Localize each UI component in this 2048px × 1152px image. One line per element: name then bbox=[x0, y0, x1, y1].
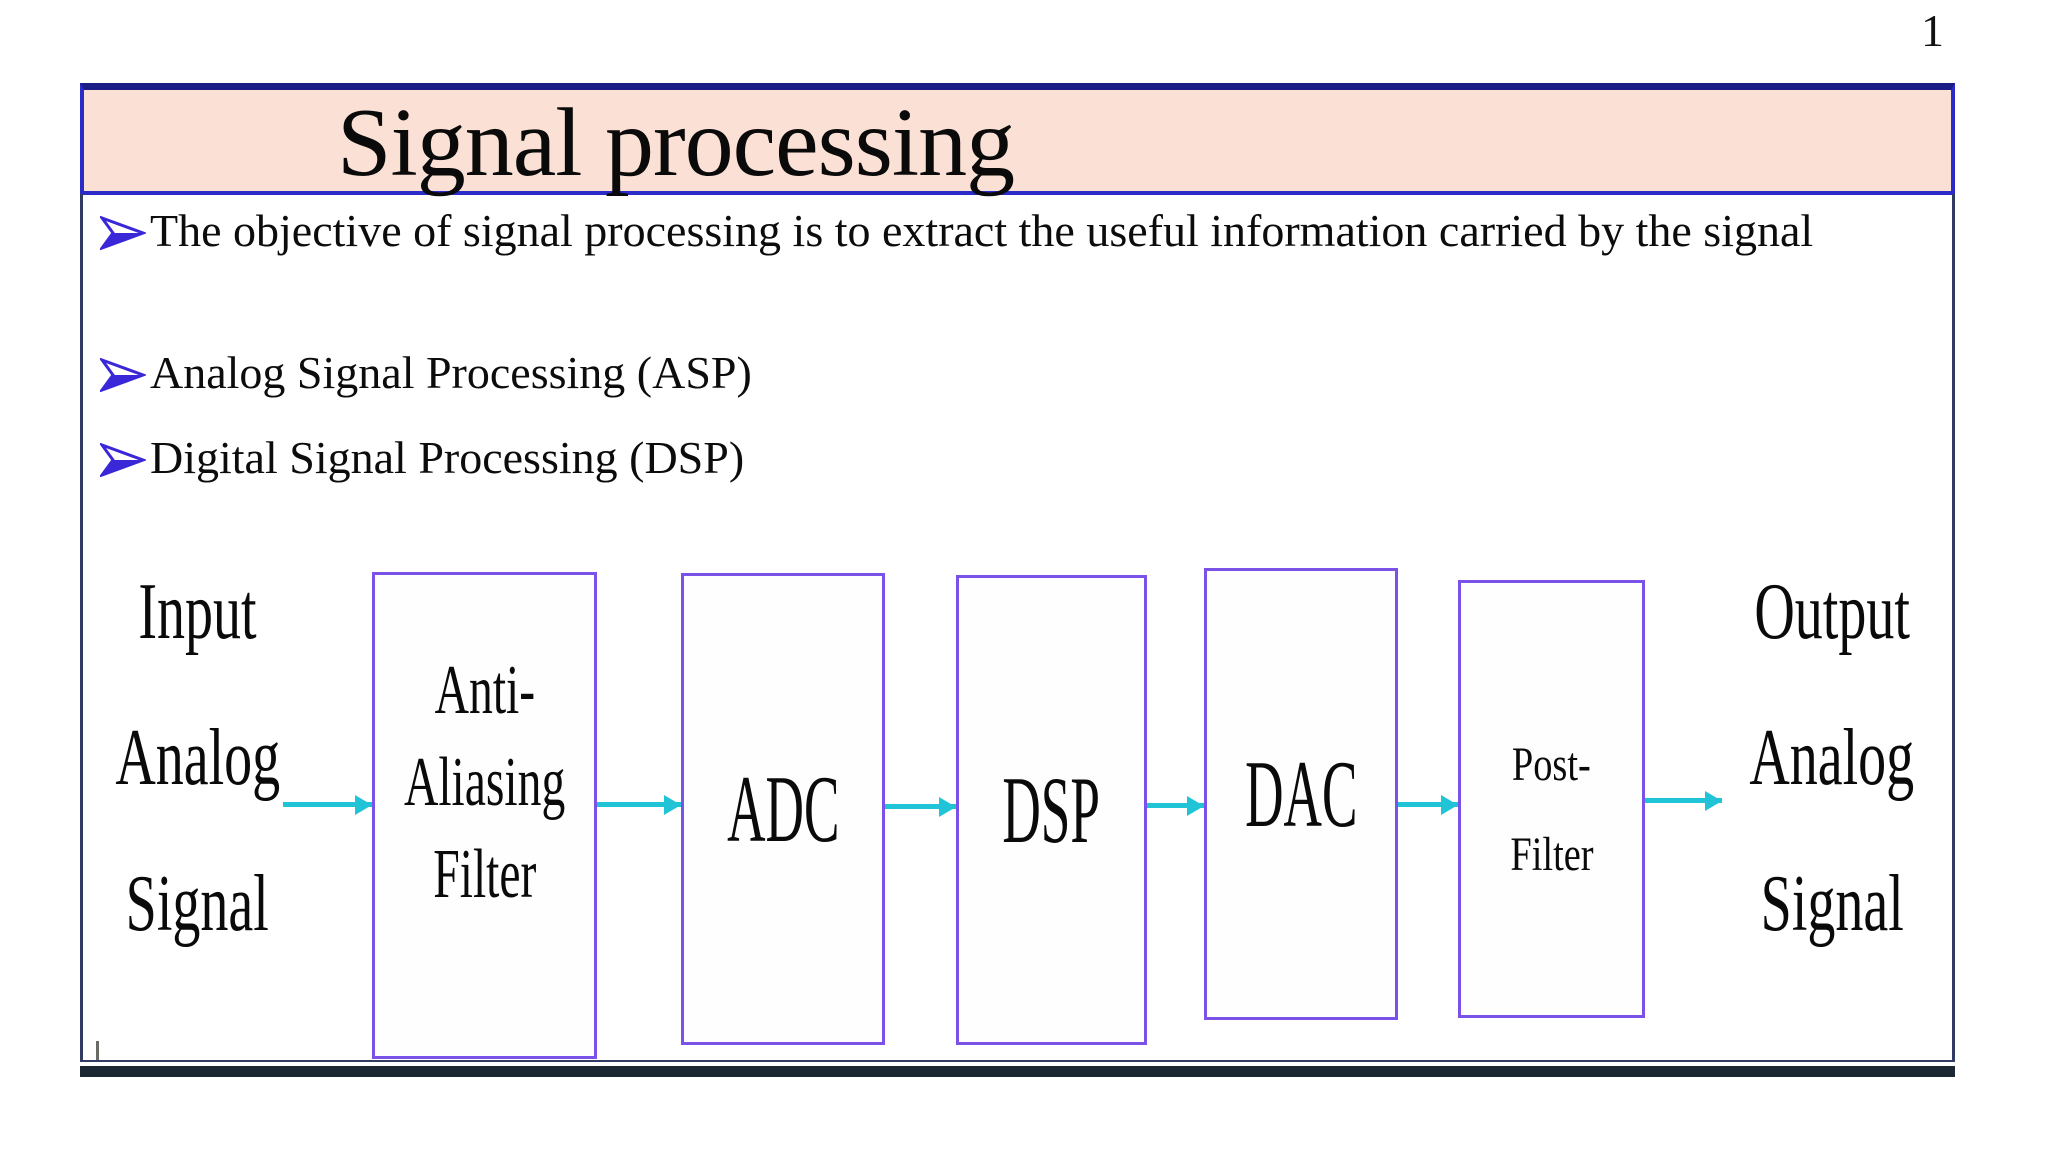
arrow-postfilter-to-output-icon bbox=[1645, 798, 1722, 803]
arrow-dsp-to-dac-icon bbox=[1147, 803, 1204, 808]
block-post-filter: Post- Filter bbox=[1458, 580, 1645, 1018]
bullet-dsp: Digital Signal Processing (DSP) bbox=[150, 432, 745, 483]
block-label-line: Post- bbox=[1512, 738, 1591, 791]
block-label-line: Anti- bbox=[434, 651, 535, 729]
block-label: DAC bbox=[1244, 741, 1358, 847]
stray-cursor-mark bbox=[96, 1041, 99, 1060]
block-anti-aliasing-filter: Anti- Aliasing Filter bbox=[372, 572, 597, 1059]
block-dsp: DSP bbox=[956, 575, 1147, 1045]
block-label-line: Filter bbox=[432, 835, 537, 913]
bullet-arrow-icon bbox=[100, 358, 146, 392]
page-title: Signal processing bbox=[337, 88, 1015, 197]
arrow-antialiasing-to-adc-icon bbox=[597, 802, 681, 807]
block-dac: DAC bbox=[1204, 568, 1398, 1020]
block-label-line: Filter bbox=[1509, 828, 1594, 881]
input-label-line: Signal bbox=[125, 860, 270, 948]
bottom-rule bbox=[80, 1066, 1955, 1077]
diagram-input-label: Input Analog Signal bbox=[100, 572, 295, 944]
block-adc: ADC bbox=[681, 573, 885, 1045]
bullet-arrow-icon bbox=[100, 443, 146, 477]
block-label: ADC bbox=[726, 756, 840, 862]
diagram-output-label: Output Analog Signal bbox=[1722, 572, 1942, 944]
bullet-objective: The objective of signal processing is to… bbox=[150, 205, 1814, 256]
input-label-line: Input bbox=[138, 568, 257, 656]
block-label-line: Aliasing bbox=[403, 743, 566, 821]
block-label: DSP bbox=[1002, 757, 1101, 863]
output-label-line: Analog bbox=[1749, 714, 1915, 802]
arrow-dac-to-postfilter-icon bbox=[1398, 802, 1458, 807]
bullet-arrow-icon bbox=[100, 216, 146, 250]
slide-title-bar: Signal processing bbox=[80, 83, 1955, 195]
arrow-input-to-antialiasing-icon bbox=[283, 802, 372, 807]
content-frame bbox=[80, 194, 1955, 1062]
bullet-asp: Analog Signal Processing (ASP) bbox=[150, 347, 752, 398]
output-label-line: Output bbox=[1754, 568, 1910, 656]
arrow-adc-to-dsp-icon bbox=[885, 804, 956, 809]
input-label-line: Analog bbox=[115, 714, 280, 802]
page-number: 1 bbox=[1921, 5, 1944, 56]
output-label-line: Signal bbox=[1760, 860, 1904, 948]
